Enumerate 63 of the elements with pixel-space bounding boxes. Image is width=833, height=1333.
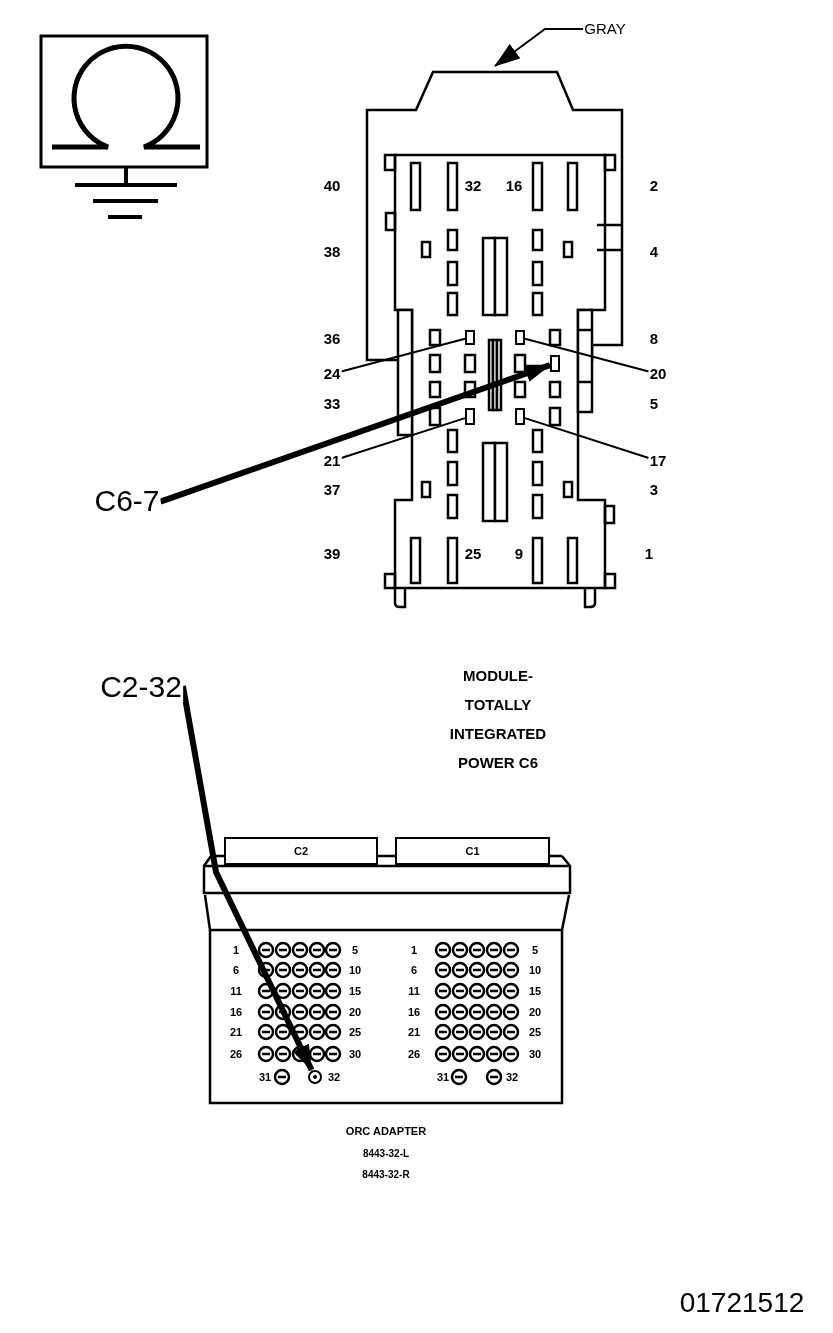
pin-number: 26 <box>407 1047 421 1061</box>
pin-number: 21 <box>407 1025 421 1039</box>
pin-number: 32 <box>505 1070 519 1084</box>
pin-number: 1 <box>644 545 654 563</box>
pin-number: 25 <box>464 545 482 563</box>
pin-number: 6 <box>232 963 240 977</box>
pin-number: 40 <box>323 177 341 195</box>
part-caption: ORC ADAPTER <box>345 1124 427 1138</box>
pin-number: 11 <box>230 984 242 998</box>
pin-number: 26 <box>229 1047 243 1061</box>
pin-number: 1 <box>410 943 418 957</box>
leader-line <box>524 417 650 459</box>
pin-number: 32 <box>464 177 482 195</box>
pin-number: 3 <box>649 481 659 499</box>
pin-number: 2 <box>649 177 659 195</box>
leader-line <box>340 417 466 459</box>
part-number: 8443-32-L <box>362 1147 410 1159</box>
pin-number: 4 <box>649 243 659 261</box>
pin-number: 11 <box>408 984 420 998</box>
pin-number: 6 <box>410 963 418 977</box>
pin-number: 25 <box>348 1025 362 1039</box>
pin-number: 36 <box>323 330 341 348</box>
pin-number: 32 <box>327 1070 341 1084</box>
pin-number: 31 <box>258 1070 272 1084</box>
leader-line <box>524 337 650 373</box>
pin-number: 16 <box>229 1005 243 1019</box>
pin-number: 9 <box>514 545 524 563</box>
arrow <box>159 362 551 505</box>
pin-cavity <box>465 408 475 425</box>
leader-line <box>340 337 466 373</box>
connector-tab: C2 <box>224 837 378 865</box>
pin-number: 30 <box>348 1047 362 1061</box>
pin-number: 5 <box>531 943 539 957</box>
pin-number: 10 <box>528 963 542 977</box>
pin-number: 38 <box>323 243 341 261</box>
pin-number: 25 <box>528 1025 542 1039</box>
pin-cavity <box>515 330 525 345</box>
pin-number: 5 <box>351 943 359 957</box>
pin-cavity <box>465 330 475 345</box>
arrow <box>494 28 585 67</box>
pin-number: 30 <box>528 1047 542 1061</box>
pin-number: 5 <box>649 395 659 413</box>
pin-number: 15 <box>528 984 542 998</box>
pin-number: 31 <box>436 1070 450 1084</box>
pin-number: 16 <box>505 177 523 195</box>
pin-cavity <box>515 408 525 425</box>
pin-number: 20 <box>348 1005 362 1019</box>
pin-number: 21 <box>229 1025 243 1039</box>
figure-number: 01721512 <box>679 1287 805 1319</box>
pin-number: 39 <box>323 545 341 563</box>
pin-number: 8 <box>649 330 659 348</box>
connector-title: MODULE- TOTALLY INTEGRATED POWER C6 <box>448 666 548 773</box>
pin-number: 33 <box>323 395 341 413</box>
pin-number: 1 <box>232 943 240 957</box>
pin-cavity <box>550 355 560 372</box>
pin-number: 16 <box>407 1005 421 1019</box>
part-number: 8443-32-R <box>362 1168 410 1180</box>
pin-number: 20 <box>528 1005 542 1019</box>
pin-number: 10 <box>348 963 362 977</box>
pin-number: 15 <box>348 984 362 998</box>
pin-hole <box>308 1070 322 1084</box>
pin-number: 37 <box>323 481 341 499</box>
connector-tab: C1 <box>395 837 550 865</box>
